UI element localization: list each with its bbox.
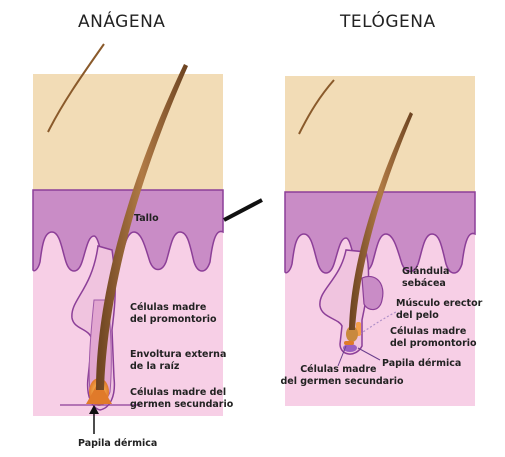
label-telogen-bulge-line1: Células madre xyxy=(390,326,466,337)
anagen-panel: ANÁGENA Tallo Células madre del promonto… xyxy=(32,10,234,449)
label-sebaceous-gland-line1: Glándula xyxy=(402,266,449,277)
anagen-thin-hair xyxy=(47,43,105,133)
telogen-thin-hair xyxy=(298,79,335,135)
svg-text:Glándula sebácea: Glándula sebácea xyxy=(402,266,453,289)
label-telogen-bulge-line2: del promontorio xyxy=(390,338,477,349)
label-telogen-dermal-papilla: Papila dérmica xyxy=(382,358,461,369)
svg-text:Células madre del promon: Células madre del promontorio xyxy=(390,326,477,349)
svg-text:Músculo erector del pelo: Músculo erector del pelo xyxy=(396,298,486,321)
label-bulge-stem-cells-line2: del promontorio xyxy=(130,314,217,325)
svg-text:Células madre del germen: Células madre del germen secundario xyxy=(280,364,404,387)
telogen-sebaceous-gland xyxy=(361,275,384,311)
label-secondary-germ-line2: germen secundario xyxy=(130,399,234,410)
label-outer-root-sheath-line1: Envoltura externa xyxy=(130,349,226,360)
label-arrector-pili-line1: Músculo erector xyxy=(396,298,483,309)
telogen-secondary-germ xyxy=(344,341,354,345)
telogen-dermal-papilla xyxy=(343,344,357,352)
anagen-dermal-papilla xyxy=(86,380,112,404)
anagen-papilla-arrowhead xyxy=(89,405,99,414)
svg-text:Envoltura externa de la: Envoltura externa de la raíz xyxy=(130,349,230,372)
telogen-epidermis xyxy=(285,76,475,192)
telogen-arrector-pili xyxy=(359,311,397,335)
label-secondary-germ-line1: Células madre del xyxy=(130,387,226,398)
label-sebaceous-gland-line2: sebácea xyxy=(402,278,446,289)
panel-connector-line xyxy=(223,198,263,222)
anagen-title: ANÁGENA xyxy=(78,10,165,32)
anagen-hair-shaft xyxy=(96,64,188,390)
telogen-hair-shaft xyxy=(349,112,413,330)
anagen-epidermis xyxy=(33,74,223,190)
label-telogen-secondary-germ-line1: Células madre xyxy=(300,364,376,375)
svg-text:Células madre del germen: Células madre del germen secundario xyxy=(130,387,234,410)
label-dermal-papilla: Papila dérmica xyxy=(78,438,157,449)
svg-text:Células madre del promon: Células madre del promontorio xyxy=(130,302,217,325)
telogen-panel: TELÓGENA Glándula sebácea Músculo erecto… xyxy=(280,10,486,406)
leader-dermal-papilla xyxy=(357,347,381,361)
telogen-dermal-band xyxy=(284,191,476,274)
label-arrector-pili-line2: del pelo xyxy=(396,310,439,321)
leader-secondary-germ xyxy=(337,345,347,367)
label-stalk: Tallo xyxy=(134,213,159,224)
telogen-title: TELÓGENA xyxy=(339,10,436,32)
label-outer-root-sheath-line2: de la raíz xyxy=(130,361,180,372)
label-telogen-secondary-germ-line2: del germen secundario xyxy=(280,376,404,387)
label-bulge-stem-cells-line1: Células madre xyxy=(130,302,206,313)
